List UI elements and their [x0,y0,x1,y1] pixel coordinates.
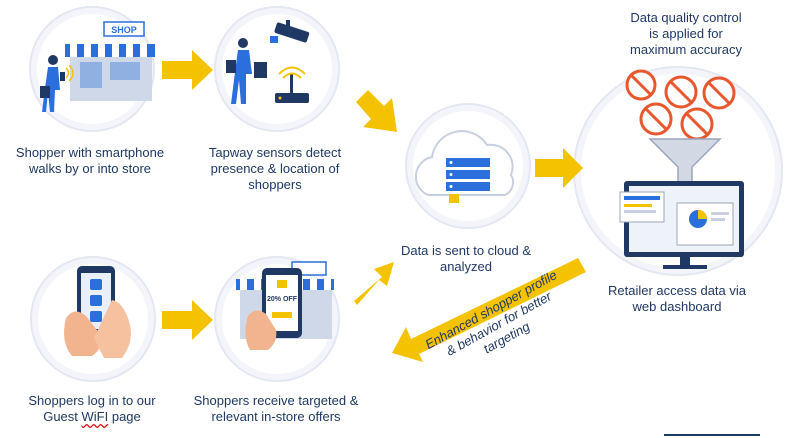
shopper-figure-icon [40,55,74,112]
store-icon: SHOP [65,21,155,101]
store-sign-text: SHOP [111,25,137,35]
label-wifi-step: Shoppers log in to our Guest WiFI page [28,393,156,424]
cloud-server-icon [414,130,515,203]
arrow-offers-to-cloud [354,262,394,305]
offer-text: 20% OFF [267,296,298,303]
label-offers-step: Shoppers receive targeted & relevant in-… [193,393,359,424]
arrow-wifi-to-offers [162,300,213,340]
label-sensors-step: Tapway sensors detect presence & locatio… [208,145,342,192]
arrow-shopper-to-sensors [162,50,213,90]
arrow-sensors-to-cloud [356,90,397,132]
label-cloud-step: Data is sent to cloud & analyzed [400,243,532,274]
footer-divider [664,434,760,436]
label-dashboard-step: Retailer access data via web dashboard [607,283,746,314]
store-offer-icon: 20% OFF [236,261,334,350]
wifi-router-icon [275,66,309,103]
arrow-dashboard-to-offers [392,258,586,362]
label-quality-control: Data quality control is applied for maxi… [630,10,742,57]
arrow-cloud-to-dashboard [535,148,583,188]
monitor-icon [619,181,744,269]
funnel-icon [648,138,722,188]
security-camera-icon [270,20,310,43]
shopper-with-bags-icon [226,38,267,104]
phone-login-icon [64,266,131,358]
forbidden-icons-cluster [625,69,736,141]
label-shopper-step: Shopper with smartphone walks by or into… [15,145,165,176]
